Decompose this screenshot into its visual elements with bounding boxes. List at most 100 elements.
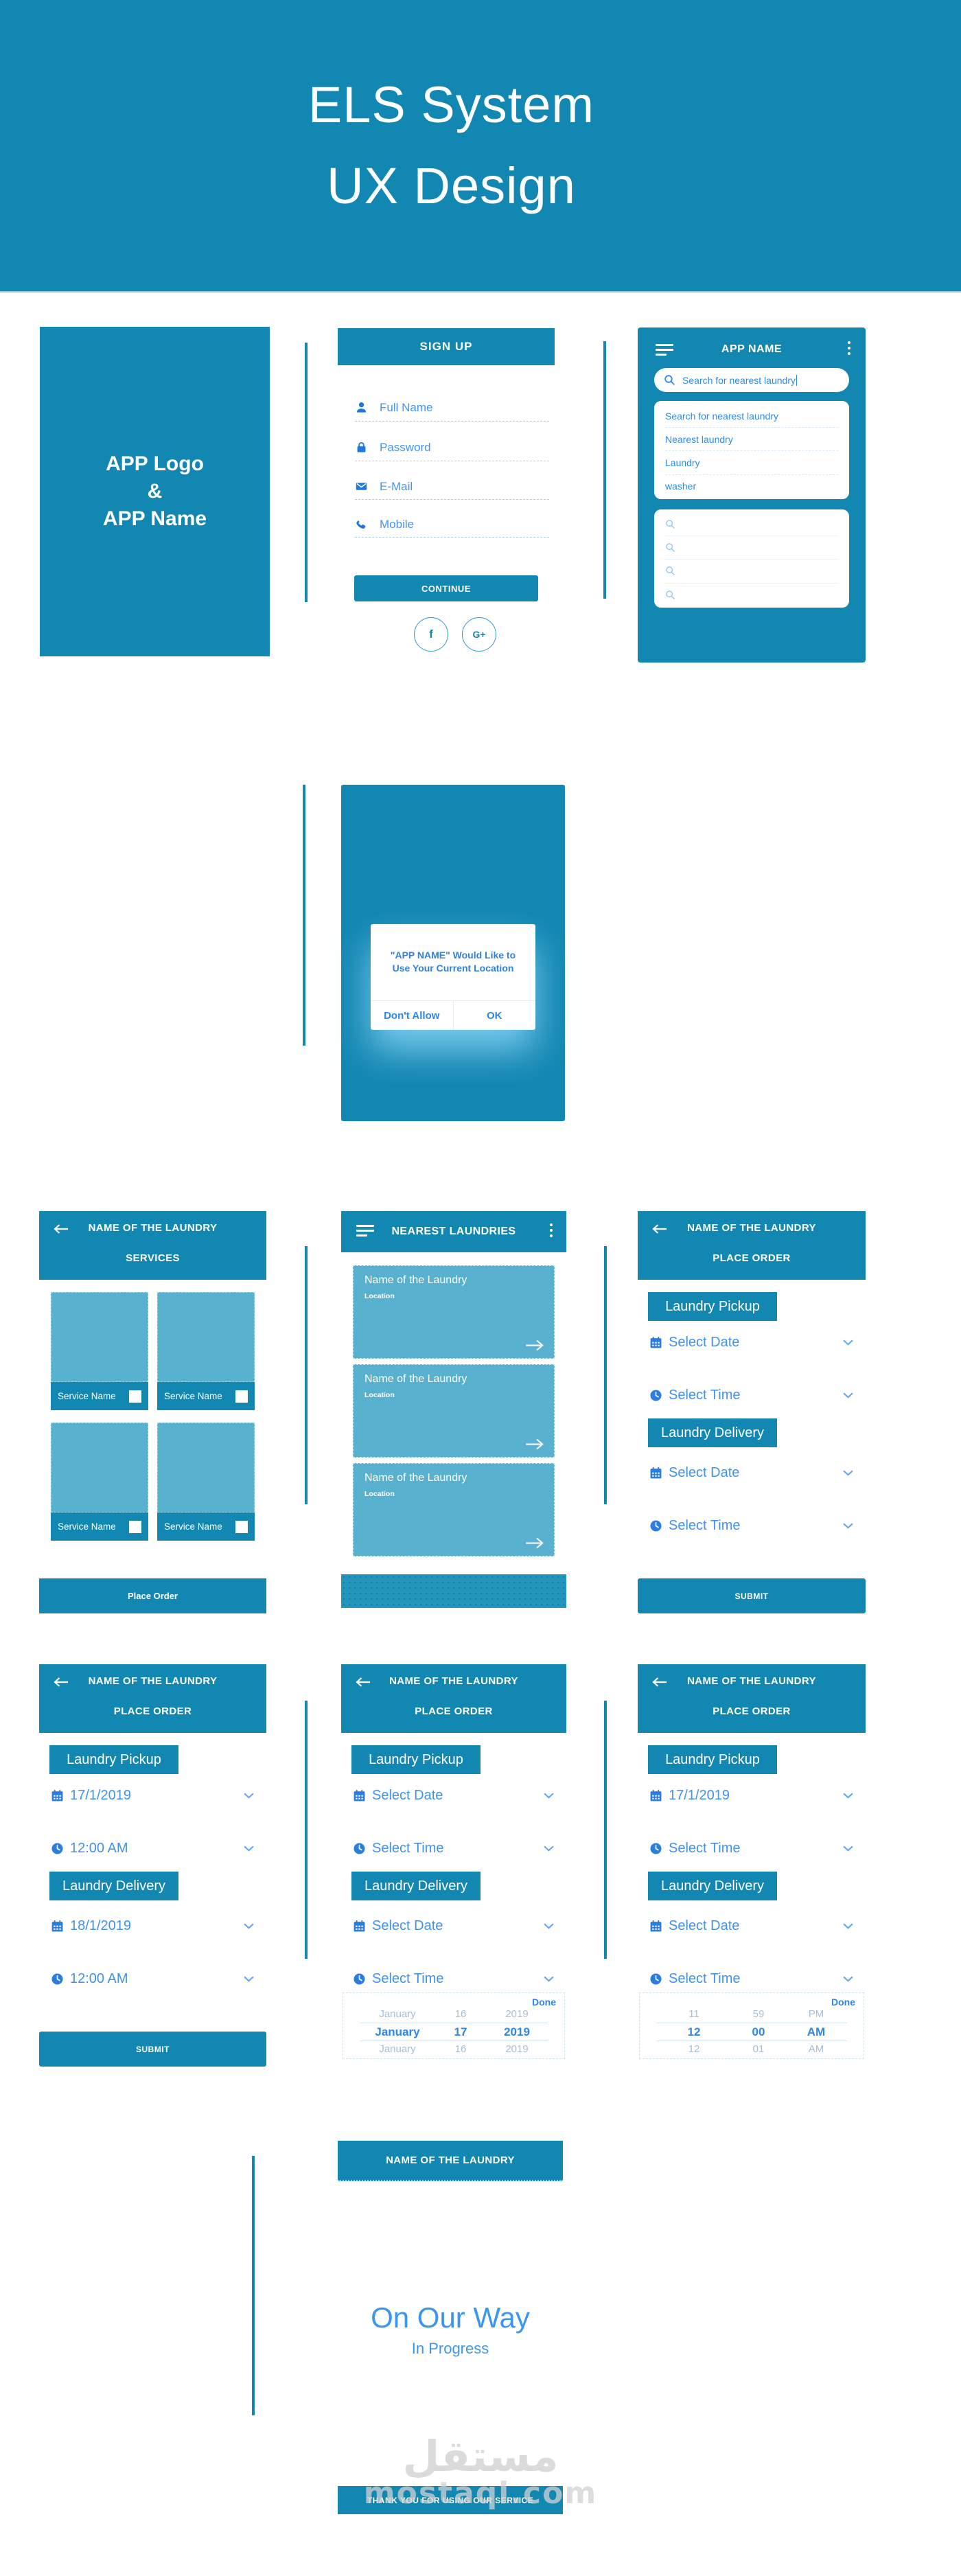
- divider-line: [604, 1701, 607, 1959]
- picker-hour: 12: [688, 2043, 700, 2055]
- arrow-right-icon[interactable]: [525, 1537, 544, 1549]
- continue-button[interactable]: CONTINUE: [354, 575, 538, 601]
- time-picker-row[interactable]: 12 01 AM: [656, 2040, 847, 2058]
- delivery-date-select[interactable]: 18/1/2019: [51, 1916, 254, 1936]
- order-header: NAME OF THE LAUNDRY PLACE ORDER: [39, 1664, 266, 1733]
- laundry-pickup-chip: Laundry Pickup: [49, 1745, 178, 1774]
- pickup-time-select[interactable]: Select Time: [649, 1385, 853, 1405]
- delivery-date-select[interactable]: Select Date: [649, 1916, 853, 1936]
- suggestion-item[interactable]: washer: [665, 481, 697, 492]
- service-checkbox[interactable]: [129, 1520, 141, 1533]
- date-picker-row[interactable]: January 16 2019: [360, 2040, 548, 2058]
- laundry-name: Name of the Laundry: [364, 1472, 467, 1484]
- email-field[interactable]: E-Mail: [380, 480, 413, 493]
- order-subtitle: PLACE ORDER: [713, 1252, 791, 1264]
- chevron-down-icon: [843, 1845, 853, 1852]
- service-image: [51, 1423, 148, 1513]
- pickup-time-select[interactable]: Select Time: [353, 1838, 554, 1859]
- calendar-icon: [353, 1789, 366, 1802]
- delivery-date-select[interactable]: Select Date: [353, 1916, 554, 1936]
- time-picker-row[interactable]: 11 59 PM: [656, 2005, 847, 2023]
- laundry-card[interactable]: Name of the Laundry Location: [353, 1463, 555, 1556]
- google-plus-button[interactable]: G+: [462, 617, 496, 652]
- place-order-screen: NAME OF THE LAUNDRY PLACE ORDER Laundry …: [638, 1211, 866, 1613]
- empty-search-row[interactable]: [665, 536, 838, 560]
- done-button[interactable]: Done: [831, 1997, 855, 2008]
- chevron-down-icon: [244, 1975, 254, 1982]
- pickup-date-select[interactable]: 17/1/2019: [649, 1785, 853, 1806]
- service-card[interactable]: Service Name: [51, 1292, 148, 1410]
- pickup-date-select[interactable]: Select Date: [353, 1785, 554, 1806]
- place-order-button[interactable]: Place Order: [39, 1578, 266, 1613]
- submit-button[interactable]: SUBMIT: [39, 2032, 266, 2067]
- service-checkbox[interactable]: [235, 1390, 248, 1403]
- mobile-field[interactable]: Mobile: [380, 518, 415, 531]
- chevron-down-icon: [244, 1922, 254, 1929]
- password-field[interactable]: Password: [380, 441, 431, 454]
- laundry-location: Location: [364, 1391, 395, 1399]
- time-picker-selected-row[interactable]: 12 00 AM: [656, 2023, 847, 2041]
- service-image: [51, 1292, 148, 1382]
- suggestion-item[interactable]: Nearest laundry: [665, 428, 838, 452]
- watermark-latin: mostaql.com: [363, 2476, 598, 2511]
- delivery-time-select[interactable]: Select Time: [649, 1968, 853, 1989]
- back-arrow-icon[interactable]: [651, 1677, 668, 1688]
- kebab-menu-icon[interactable]: [550, 1223, 553, 1240]
- service-checkbox[interactable]: [129, 1390, 141, 1403]
- laundry-card[interactable]: Name of the Laundry Location: [353, 1364, 555, 1458]
- delivery-time-select[interactable]: Select Time: [353, 1968, 554, 1989]
- empty-search-row[interactable]: [665, 584, 838, 606]
- arrow-right-icon[interactable]: [525, 1438, 544, 1450]
- pickup-date-select[interactable]: Select Date: [649, 1332, 853, 1353]
- suggestion-item[interactable]: Laundry: [665, 451, 838, 475]
- page-title-line1: ELS System: [308, 76, 595, 133]
- service-card[interactable]: Service Name: [157, 1423, 255, 1541]
- order-title: NAME OF THE LAUNDRY: [88, 1675, 218, 1687]
- laundry-delivery-chip: Laundry Delivery: [648, 1418, 777, 1447]
- back-arrow-icon[interactable]: [355, 1677, 371, 1688]
- facebook-button[interactable]: f: [414, 617, 448, 652]
- done-button[interactable]: Done: [532, 1997, 556, 2008]
- back-arrow-icon[interactable]: [53, 1677, 69, 1688]
- back-arrow-icon[interactable]: [651, 1223, 668, 1234]
- laundry-delivery-chip: Laundry Delivery: [648, 1872, 777, 1900]
- order-title: NAME OF THE LAUNDRY: [687, 1675, 816, 1687]
- fullname-field[interactable]: Full Name: [380, 401, 433, 414]
- menu-icon[interactable]: [356, 1225, 374, 1237]
- menu-icon[interactable]: [656, 344, 673, 356]
- search-icon: [666, 543, 675, 553]
- dont-allow-button[interactable]: Don't Allow: [371, 1001, 454, 1030]
- date-picker-row[interactable]: January 16 2019: [360, 2005, 548, 2023]
- select-date-label: Select Date: [372, 1787, 443, 1803]
- delivery-date-select[interactable]: Select Date: [649, 1462, 853, 1483]
- laundry-location: Location: [364, 1490, 395, 1498]
- date-picker-selected-row[interactable]: January 17 2019: [360, 2023, 548, 2041]
- empty-search-row[interactable]: [665, 513, 838, 537]
- chevron-down-icon: [843, 1469, 853, 1476]
- facebook-icon: f: [429, 628, 433, 641]
- pickup-date-value: 17/1/2019: [70, 1787, 131, 1803]
- app-logo-text: APP Logo & APP Name: [103, 450, 207, 533]
- submit-button[interactable]: SUBMIT: [638, 1578, 866, 1613]
- service-card[interactable]: Service Name: [51, 1423, 148, 1541]
- search-input[interactable]: Search for nearest laundry: [654, 368, 849, 392]
- laundry-card[interactable]: Name of the Laundry Location: [353, 1265, 555, 1359]
- arrow-right-icon[interactable]: [525, 1339, 544, 1351]
- empty-search-row[interactable]: [665, 560, 838, 584]
- thank-you-bar: THANK YOU FOR USING OUR SERVICE: [338, 2486, 563, 2514]
- delivery-time-select[interactable]: Select Time: [649, 1515, 853, 1536]
- ok-button[interactable]: OK: [487, 1009, 502, 1022]
- service-name: Service Name: [58, 1521, 116, 1532]
- back-arrow-icon[interactable]: [53, 1223, 69, 1234]
- nearest-laundries-screen: NEAREST LAUNDRIES Name of the Laundry Lo…: [341, 1211, 566, 1608]
- service-checkbox[interactable]: [235, 1520, 248, 1533]
- pickup-time-value: 12:00 AM: [70, 1840, 128, 1856]
- delivery-time-select[interactable]: 12:00 AM: [51, 1968, 254, 1989]
- pickup-time-select[interactable]: Select Time: [649, 1838, 853, 1859]
- service-card[interactable]: Service Name: [157, 1292, 255, 1410]
- progress-header: NAME OF THE LAUNDRY: [338, 2141, 563, 2181]
- suggestion-item[interactable]: Search for nearest laundry: [665, 404, 838, 428]
- kebab-menu-icon[interactable]: [848, 341, 850, 358]
- pickup-time-select[interactable]: 12:00 AM: [51, 1838, 254, 1859]
- pickup-date-select[interactable]: 17/1/2019: [51, 1785, 254, 1806]
